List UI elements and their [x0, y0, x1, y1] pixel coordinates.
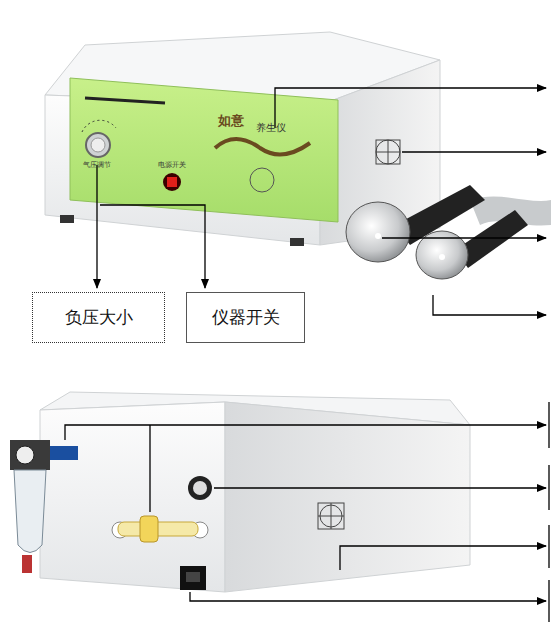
- callout-box: 负压大小: [32, 292, 165, 343]
- panel-text: 如意: [218, 112, 244, 130]
- panel-text: 气压调节: [83, 160, 111, 170]
- callout-label: 仪器开关: [212, 306, 280, 329]
- panel-text: 电源开关: [158, 160, 186, 170]
- panel-text: 养生仪: [256, 121, 286, 135]
- callout-box: 仪器开关: [186, 292, 305, 343]
- callout-label: 负压大小: [65, 306, 133, 329]
